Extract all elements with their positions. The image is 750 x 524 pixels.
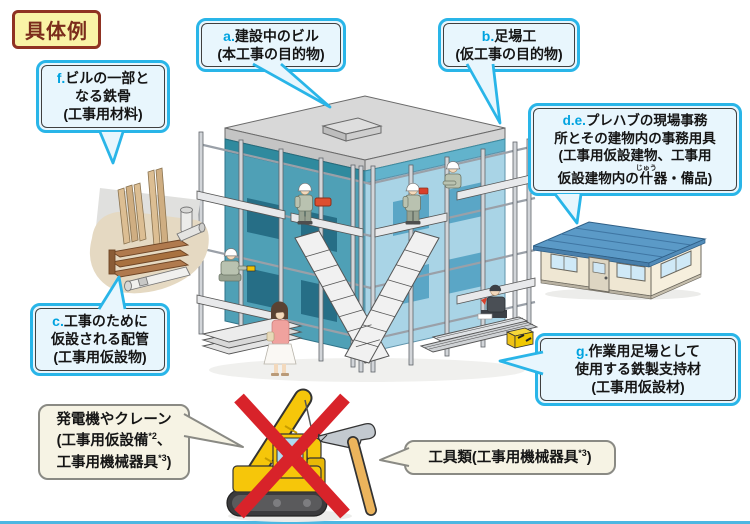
- striped-toolbox: [505, 327, 535, 349]
- worker-crouching: [218, 248, 256, 282]
- prefab-windows: [550, 250, 692, 282]
- prefab-office-illustration: [533, 221, 707, 300]
- worker-in-window: [442, 161, 462, 189]
- crane: [226, 388, 328, 517]
- hammer: [317, 422, 377, 516]
- prefab-roof: [533, 221, 707, 268]
- red-toolbox: [314, 197, 332, 207]
- callout-g-steel-supports: g.作業用足場として 使用する鉄製支持材 (工事用仮設材): [535, 333, 741, 406]
- callout-b-scaffolding: b.足場工 (仮工事の目的物): [438, 18, 580, 73]
- callout-a-building: a.建設中のビル (本工事の目的物): [196, 18, 346, 73]
- callout-tools: 工具類(工事用機械器具*3): [404, 440, 616, 476]
- footnote-ref: *3: [578, 448, 587, 458]
- construction-materials-illustration: [89, 167, 209, 294]
- building: [224, 95, 506, 354]
- callout-generator-crane: 発電機やクレーン (工事用仮設備*2、 工事用機械器具*3): [38, 404, 190, 480]
- woman-pedestrian: [263, 301, 297, 376]
- red-drill: [418, 187, 429, 195]
- building-under-construction-illustration: [196, 95, 539, 382]
- callout-letter: f.: [56, 70, 66, 86]
- callout-f-steel-frame: f.ビルの一部と なる鉄骨 (工事用材料): [36, 60, 170, 133]
- callout-letter: c.: [52, 313, 64, 329]
- worker-sitting: [477, 284, 507, 320]
- callout-letter: a.: [223, 28, 235, 44]
- callout-c-temporary-piping: c.工事のために 仮設される配管 (工事用仮設物): [30, 303, 170, 376]
- pipes: [124, 206, 206, 292]
- prefab-door: [588, 256, 610, 293]
- callout-letter: g.: [575, 343, 589, 359]
- crane-and-tools-prohibited-illustration: [226, 388, 377, 522]
- title-badge: 具体例: [12, 10, 101, 49]
- wood-planks: [117, 167, 169, 247]
- ruby-annotation: 什じゅう: [635, 164, 657, 186]
- page-border-line: [0, 521, 750, 524]
- stairs: [294, 230, 440, 364]
- steel-ibeams: [108, 239, 190, 278]
- steel-support-beams: [419, 316, 539, 353]
- callout-letter: b.: [481, 28, 495, 44]
- prohibition-x-icon: [234, 393, 350, 519]
- footnote-ref: *3: [158, 452, 167, 463]
- callout-de-prefab-office: d.e.プレハブの現場事務 所とその建物内の事務用具 (工事用仮設建物、工事用 …: [528, 103, 742, 197]
- callout-letter: d.e.: [562, 113, 586, 128]
- footnote-ref: *2: [148, 431, 157, 442]
